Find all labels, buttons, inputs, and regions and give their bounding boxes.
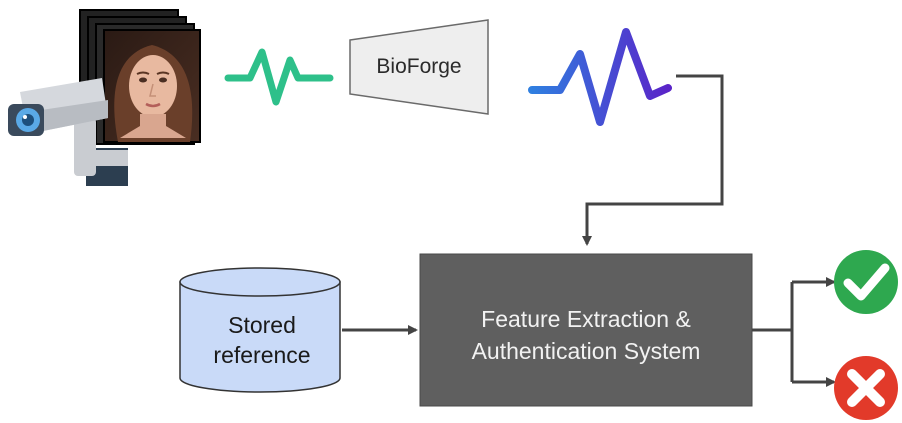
output-signal-icon <box>528 28 672 126</box>
face-images-icon <box>79 9 201 145</box>
check-icon <box>834 250 898 314</box>
system-output-connector <box>752 282 794 382</box>
security-camera-icon <box>8 78 128 186</box>
stored-reference-database <box>179 267 341 393</box>
input-signal-icon <box>224 48 334 106</box>
cross-icon <box>834 356 898 420</box>
signal-to-system-arrow <box>582 74 724 246</box>
bioforge-block <box>349 19 489 115</box>
authentication-system-block <box>419 253 753 407</box>
